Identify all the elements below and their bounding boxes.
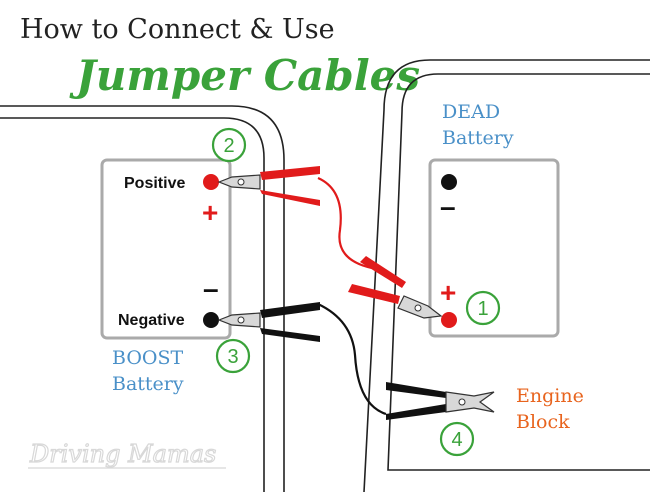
- step-marker-4: 4: [439, 421, 475, 457]
- dead-positive-clamp: [348, 256, 457, 328]
- dead-plus-sign: +: [440, 277, 456, 308]
- dead-minus-sign: –: [440, 191, 456, 222]
- boost-positive-clamp: [203, 166, 320, 206]
- dead-car-outline: [363, 59, 650, 492]
- engine-block-label-2: Block: [516, 411, 570, 433]
- step-marker-2: 2: [211, 127, 247, 163]
- dead-battery-name-2: Battery: [442, 127, 514, 149]
- dead-car-outline-inner: [387, 73, 650, 471]
- positive-label: Positive: [124, 175, 185, 192]
- negative-label: Negative: [118, 312, 185, 329]
- boost-battery: [100, 158, 232, 340]
- title-line-1: How to Connect & Use: [20, 14, 335, 45]
- boost-minus-sign: –: [203, 273, 219, 304]
- engine-block-clamp: [386, 382, 495, 420]
- step-number-2: 2: [223, 135, 234, 157]
- watermark-logo: Driving Mamas: [29, 440, 216, 468]
- step-number-4: 4: [451, 429, 462, 451]
- engine-block-label-1: Engine: [516, 385, 584, 407]
- boost-negative-clamp: [203, 302, 320, 342]
- boost-car-outline: [0, 105, 285, 492]
- dead-battery: [428, 158, 560, 338]
- step-marker-3: 3: [215, 338, 251, 374]
- title-line-2: Jumper Cables: [69, 51, 420, 100]
- step-number-3: 3: [227, 346, 238, 368]
- red-cable: [317, 176, 373, 270]
- dead-negative-terminal: [441, 174, 457, 190]
- step-number-1: 1: [477, 298, 488, 320]
- boost-car-outline-inner: [0, 117, 265, 492]
- step-marker-1: 1: [465, 290, 501, 326]
- dead-battery-name-1: DEAD: [442, 101, 500, 123]
- black-cable-top: [317, 303, 387, 416]
- boost-battery-name-2: Battery: [112, 373, 184, 395]
- boost-plus-sign: +: [202, 197, 218, 228]
- boost-battery-name-1: BOOST: [112, 347, 183, 369]
